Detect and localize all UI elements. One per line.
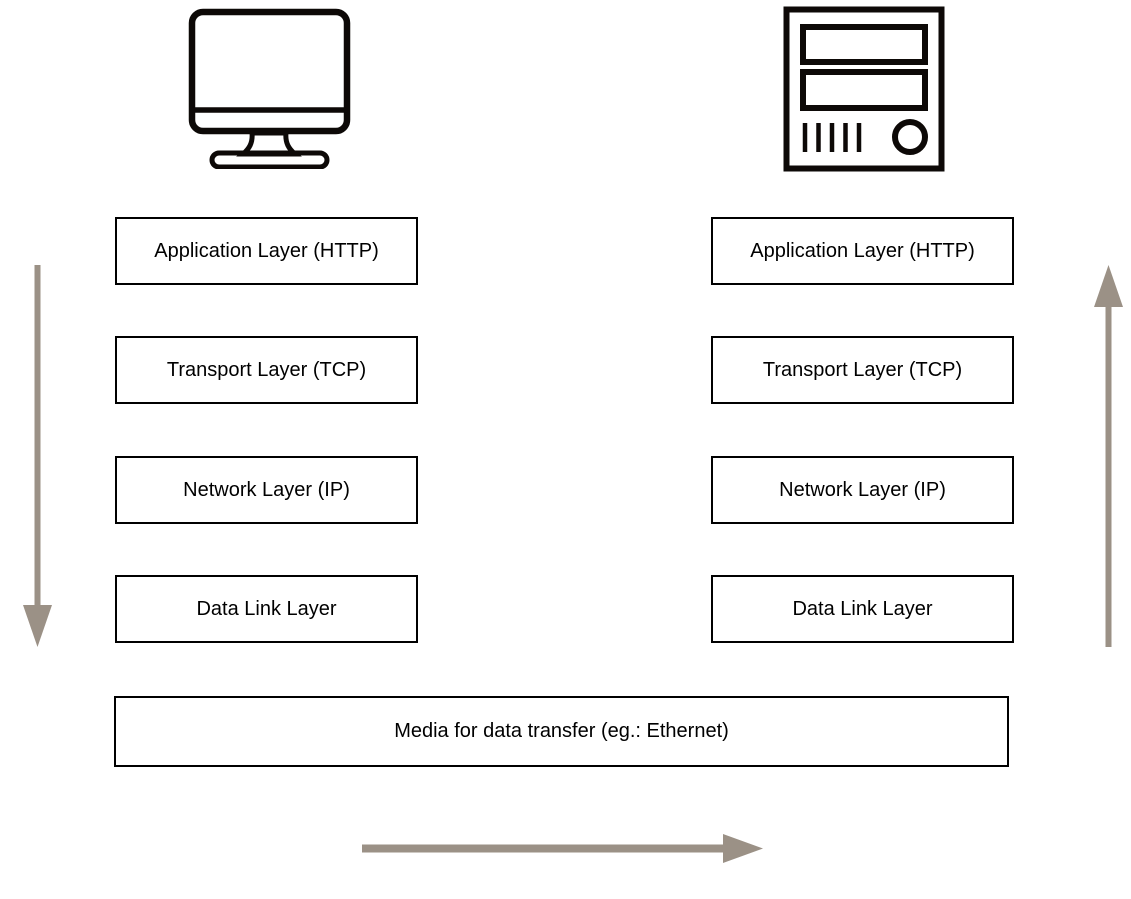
server-icon [783, 6, 945, 172]
client-network-layer-label: Network Layer (IP) [183, 478, 350, 501]
client-data-link-layer-box: Data Link Layer [115, 575, 418, 643]
client-data-link-layer-label: Data Link Layer [196, 597, 337, 620]
server-application-layer-label: Application Layer (HTTP) [750, 239, 975, 262]
server-network-layer-box: Network Layer (IP) [711, 456, 1014, 524]
server-application-layer-box: Application Layer (HTTP) [711, 217, 1014, 285]
client-transport-layer-box: Transport Layer (TCP) [115, 336, 418, 404]
client-application-layer-box: Application Layer (HTTP) [115, 217, 418, 285]
server-network-layer-label: Network Layer (IP) [779, 478, 946, 501]
client-transport-layer-label: Transport Layer (TCP) [166, 358, 367, 381]
media-transfer-label: Media for data transfer (eg.: Ethernet) [394, 720, 729, 742]
media-transfer-box: Media for data transfer (eg.: Ethernet) [114, 696, 1009, 767]
server-transport-layer-label: Transport Layer (TCP) [762, 358, 963, 381]
desktop-computer-icon [185, 7, 353, 169]
client-down-arrow-icon [23, 265, 52, 647]
server-up-arrow-icon [1094, 265, 1123, 647]
server-transport-layer-box: Transport Layer (TCP) [711, 336, 1014, 404]
client-network-layer-box: Network Layer (IP) [115, 456, 418, 524]
media-transfer-arrow-icon [362, 834, 763, 863]
server-data-link-layer-label: Data Link Layer [792, 597, 933, 620]
server-data-link-layer-box: Data Link Layer [711, 575, 1014, 643]
client-application-layer-label: Application Layer (HTTP) [154, 239, 379, 262]
